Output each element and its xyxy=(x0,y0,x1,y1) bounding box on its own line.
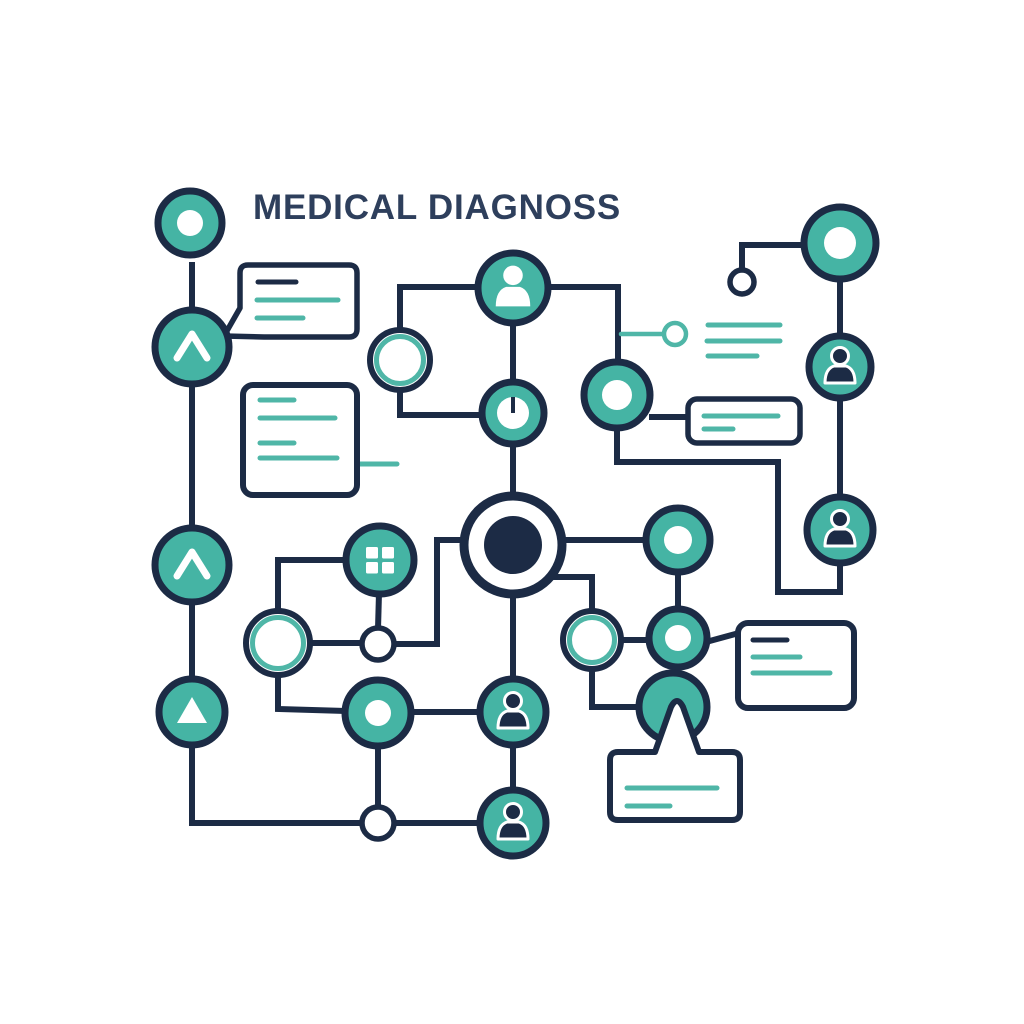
person-icon xyxy=(496,691,530,730)
donut-hole xyxy=(664,526,692,554)
person-head xyxy=(503,802,523,822)
connector-e4 xyxy=(189,744,363,826)
card-left-frame xyxy=(240,382,360,498)
gauge-icon xyxy=(497,397,529,429)
triangle-icon xyxy=(177,697,207,723)
ring-outer xyxy=(243,608,313,678)
person-body xyxy=(823,527,857,548)
connector-e17 xyxy=(589,668,640,710)
node-donut-mid-left xyxy=(341,676,415,750)
node-chevron-2 xyxy=(151,524,233,606)
chevron-up-icon xyxy=(173,330,211,362)
node-donut-top-left xyxy=(154,187,226,259)
node-chevron-1 xyxy=(151,306,233,388)
speech-bubble-bottom-frame xyxy=(607,698,743,823)
connector-e25 xyxy=(275,557,347,612)
chevron-up-icon xyxy=(173,548,211,580)
node-person-1 xyxy=(476,675,550,749)
ring-inner xyxy=(250,615,306,671)
node-triangle xyxy=(155,675,229,749)
connector-e6 xyxy=(397,284,479,331)
donut-hole xyxy=(665,625,691,651)
node-donut-far xyxy=(580,358,654,432)
node-ring-top xyxy=(367,327,433,393)
donut-hole xyxy=(824,227,856,259)
connector-e21 xyxy=(614,427,843,595)
diagram-title: MEDICAL DIAGNOSS xyxy=(253,188,622,227)
connector-e26 xyxy=(375,592,382,630)
junction-dot xyxy=(359,804,397,842)
person-body xyxy=(823,364,857,385)
person-icon xyxy=(823,346,857,385)
junction-dot xyxy=(727,267,757,297)
connector-e7 xyxy=(397,389,483,418)
node-small-mid xyxy=(359,625,397,663)
donut-hole xyxy=(365,700,391,726)
hub-core xyxy=(484,516,542,574)
connector-e28 xyxy=(275,674,347,714)
box-right-mid xyxy=(685,396,803,446)
box-right-lower xyxy=(735,620,857,711)
node-hub xyxy=(459,491,567,599)
node-circle xyxy=(151,306,233,388)
grid-cell xyxy=(382,562,394,574)
donut-hole xyxy=(602,380,632,410)
connector-e19 xyxy=(705,630,740,645)
node-person-2 xyxy=(476,786,550,860)
node-donut-right-1 xyxy=(642,504,714,576)
person-body xyxy=(496,820,530,841)
junction-dot xyxy=(359,625,397,663)
node-grid xyxy=(342,522,418,598)
node-circle xyxy=(342,522,418,598)
grid-icon xyxy=(366,547,394,574)
person-head xyxy=(830,346,850,366)
person-icon xyxy=(823,509,857,548)
node-small-bottom xyxy=(359,804,397,842)
node-circle xyxy=(151,524,233,606)
node-small-top-right xyxy=(727,267,757,297)
accent-ring xyxy=(661,320,689,348)
edges xyxy=(189,242,843,826)
grid-cell xyxy=(366,547,378,559)
person-head xyxy=(503,265,523,286)
grid-cell xyxy=(366,562,378,574)
box-right-lower-frame xyxy=(735,620,857,711)
connector-e8 xyxy=(547,284,621,363)
node-donut-top-right xyxy=(800,203,880,283)
connector-e22 xyxy=(739,242,805,271)
cards-above xyxy=(607,698,743,823)
node-person-top xyxy=(474,249,552,327)
accents xyxy=(357,320,783,467)
person-icon xyxy=(496,802,530,841)
cards-below xyxy=(221,262,857,711)
node-donut-right-2 xyxy=(645,605,711,671)
person-head xyxy=(830,509,850,529)
grid-cell xyxy=(382,547,394,559)
person-body xyxy=(496,709,530,730)
node-ring-left xyxy=(243,608,313,678)
card-left xyxy=(240,382,360,498)
ring-inner xyxy=(374,334,426,386)
nodes xyxy=(151,187,880,860)
speech-bubble-top-left xyxy=(221,262,360,340)
connector-e14 xyxy=(553,574,595,612)
person-icon xyxy=(495,265,531,307)
node-ring-center xyxy=(560,608,624,672)
node-person-r1 xyxy=(805,332,875,402)
node-gauge xyxy=(478,378,548,448)
node-person-r2 xyxy=(803,493,877,567)
speech-bubble-bottom xyxy=(607,698,743,823)
person-body xyxy=(495,286,531,307)
box-right-mid-frame xyxy=(685,396,803,446)
donut-hole xyxy=(177,210,203,236)
person-head xyxy=(503,691,523,711)
ring-inner xyxy=(567,615,617,665)
connector-e11 xyxy=(393,537,464,647)
